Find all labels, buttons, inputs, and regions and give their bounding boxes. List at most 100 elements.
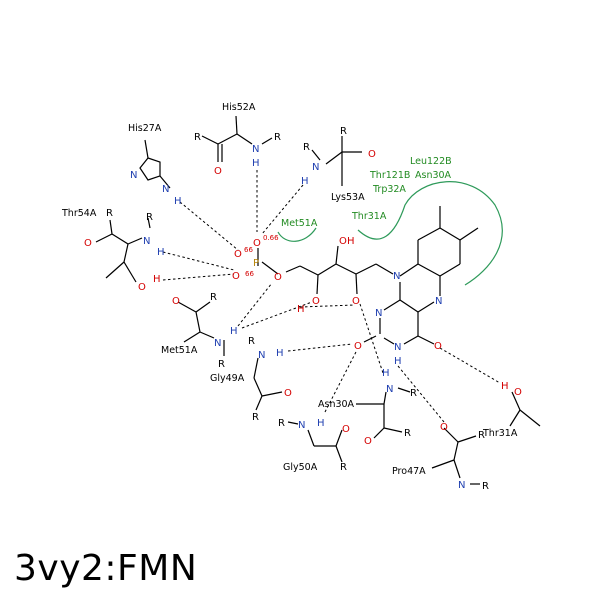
thr54-r2: R <box>146 212 153 223</box>
his27-hydrogen: H <box>174 196 182 207</box>
ribityl-oxygen-1: O <box>339 236 347 247</box>
hydrophobic-arc-met51 <box>277 227 317 242</box>
gly50-nitrogen: N <box>298 420 305 431</box>
his27-nitrogen: N <box>130 170 137 181</box>
met51-r1: R <box>210 292 217 303</box>
residue-thr54: Thr54A R O N H R O H <box>61 208 165 293</box>
residue-label-his27: His27A <box>128 123 162 134</box>
thr31-hydrogen: H <box>501 381 509 392</box>
thr54-oxygen-2: O <box>138 282 146 293</box>
residue-pro47: Pro47A O R N R <box>392 422 489 492</box>
his52-hydrogen: H <box>252 158 260 169</box>
gly49-nitrogen: N <box>258 350 265 361</box>
lys53-nitrogen: N <box>312 162 319 173</box>
ligand-atoms: P O O O O 0.66 66 66 O H O O H N N N N H… <box>232 234 442 367</box>
phosphate-oxygen-1: O <box>234 249 242 260</box>
gly50-r1: R <box>278 418 285 429</box>
residue-met51: Met51A O R N H R <box>161 292 238 370</box>
asn30-nitrogen: N <box>386 384 393 395</box>
ligand-caption: 3vy2:FMN <box>14 548 198 589</box>
residue-his52: His52A R O N H R <box>194 102 281 177</box>
ring-oxygen-1: O <box>354 341 362 352</box>
residue-label-lys53: Lys53A <box>331 192 365 203</box>
hydrophobic-labels: Leu122B Thr121B Asn30A Trp32A Met51A Thr… <box>281 156 452 229</box>
gly49-r2: R <box>252 412 259 423</box>
phosphate-oxygen-3: O <box>232 271 240 282</box>
thr54-nitrogen: N <box>143 236 150 247</box>
ring-oxygen-2: O <box>434 341 442 352</box>
thr54-oxygen-1: O <box>84 238 92 249</box>
phosphate-oxygen-2: O <box>253 238 261 249</box>
met51-oxygen: O <box>172 296 180 307</box>
gly49-oxygen: O <box>284 388 292 399</box>
pro47-r2: R <box>482 481 489 492</box>
ring-nitrogen-2: N <box>435 296 442 307</box>
met51-hydrogen: H <box>230 326 238 337</box>
ring-nitrogen-1: N <box>393 271 400 282</box>
lys53-oxygen: O <box>368 149 376 160</box>
charge-o3: 66 <box>245 270 254 278</box>
his52-r2: R <box>274 132 281 143</box>
lys53-r1: R <box>340 126 347 137</box>
met51-nitrogen: N <box>214 338 221 349</box>
gly50-r2: R <box>340 462 347 473</box>
residue-label-pro47: Pro47A <box>392 466 426 477</box>
phosphate-oxygen-4: O <box>274 272 282 283</box>
hydrophobic-met51: Met51A <box>281 218 318 229</box>
pro47-r1: R <box>478 430 485 441</box>
ribityl-hydrogen-1: H <box>347 236 355 247</box>
asn30-hydrogen: H <box>382 368 390 379</box>
his52-oxygen: O <box>214 166 222 177</box>
residue-label-met51: Met51A <box>161 345 198 356</box>
thr31-oxygen: O <box>514 387 522 398</box>
gly49-r1: R <box>248 336 255 347</box>
residue-label-his52: His52A <box>222 102 256 113</box>
pro47-oxygen: O <box>440 422 448 433</box>
met51-r2: R <box>218 359 225 370</box>
ribityl-hydrogen-2: H <box>297 304 305 315</box>
hydrophobic-arcs <box>277 181 503 286</box>
ring-hydrogen: H <box>394 356 402 367</box>
asn30-r2: R <box>404 428 411 439</box>
phosphorus-atom: P <box>253 258 259 269</box>
thr54-r1: R <box>106 208 113 219</box>
residue-asn30: Asn30A N H R O R <box>318 368 417 447</box>
residue-label-gly49: Gly49A <box>210 373 245 384</box>
residue-thr31: Thr31A H O <box>482 381 541 439</box>
ribityl-oxygen-2: O <box>312 296 320 307</box>
hydrogen-bonds <box>162 170 501 423</box>
residue-label-thr54: Thr54A <box>61 208 97 219</box>
gly50-hydrogen: H <box>317 418 325 429</box>
residue-label-asn30: Asn30A <box>318 399 355 410</box>
hydrophobic-leu122: Leu122B <box>410 156 452 167</box>
ligand-bonds <box>257 206 479 345</box>
his27-nitrogen-h: N <box>162 184 169 195</box>
hydrophobic-arc-leu122 <box>357 181 503 286</box>
thr54-hydrogen-1: H <box>157 247 165 258</box>
lys53-hydrogen: H <box>301 176 309 187</box>
hydrophobic-thr121: Thr121B <box>369 170 410 181</box>
thr54-hydrogen-2: H <box>153 274 161 285</box>
residue-lys53: Lys53A R O N H R <box>301 126 376 203</box>
hydrophobic-thr31: Thr31A <box>351 211 387 222</box>
residue-gly50: Gly50A R N H O R <box>278 418 350 473</box>
residue-gly49: Gly49A N H R O R <box>210 336 292 423</box>
lys53-r2: R <box>303 142 310 153</box>
gly50-oxygen: O <box>342 424 350 435</box>
hydrophobic-asn30: Asn30A <box>415 170 452 181</box>
hydrophobic-trp32: Trp32A <box>372 184 406 195</box>
his52-r1: R <box>194 132 201 143</box>
residue-label-thr31: Thr31A <box>482 428 518 439</box>
charge-o2: 0.66 <box>263 234 279 242</box>
ring-nitrogen-3: N <box>375 308 382 319</box>
residue-his27: His27A N N H <box>128 123 182 207</box>
his52-nitrogen: N <box>252 144 259 155</box>
ribityl-oxygen-3: O <box>352 296 360 307</box>
gly49-hydrogen: H <box>276 348 284 359</box>
ring-nitrogen-4: N <box>394 342 401 353</box>
charge-o1: 66 <box>244 246 253 254</box>
asn30-r1: R <box>410 388 417 399</box>
asn30-oxygen: O <box>364 436 372 447</box>
residue-label-gly50: Gly50A <box>283 462 318 473</box>
